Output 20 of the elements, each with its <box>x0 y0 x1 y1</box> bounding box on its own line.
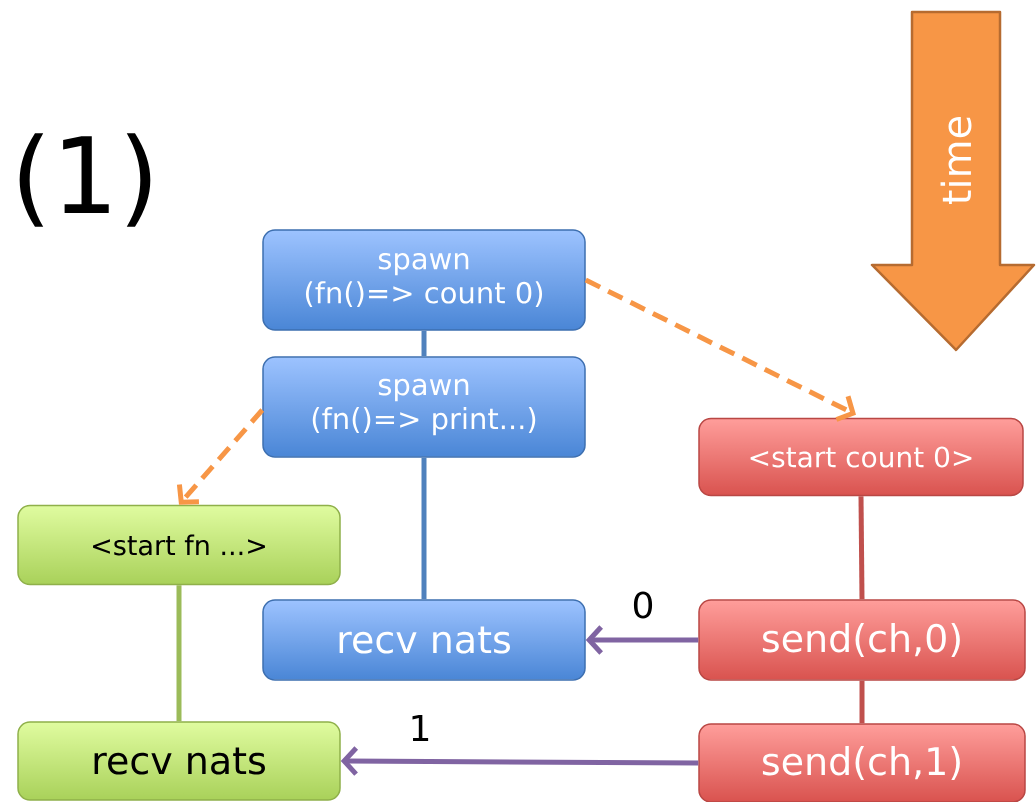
arrow <box>585 625 699 655</box>
arrow <box>340 746 699 776</box>
process-box: <start count 0> <box>698 417 1024 497</box>
process-box: spawn (fn()=> print...) <box>262 356 586 458</box>
connector-line <box>421 330 427 357</box>
edge-label: 1 <box>407 713 433 743</box>
process-box: send(ch,0) <box>698 599 1026 681</box>
connector-line <box>859 680 865 724</box>
process-box: recv nats <box>262 599 586 681</box>
arrow <box>584 277 856 422</box>
process-box: <start fn ...> <box>17 504 341 586</box>
process-box: recv nats <box>17 721 341 801</box>
panel-number: (1) <box>19 133 151 227</box>
arrow <box>176 408 265 505</box>
connector-line <box>176 585 182 722</box>
process-box: send(ch,1) <box>698 723 1026 802</box>
connector-line <box>421 457 427 600</box>
connector-line <box>858 496 865 600</box>
edge-label: 0 <box>630 590 656 620</box>
process-box: spawn (fn()=> count 0) <box>262 229 586 331</box>
